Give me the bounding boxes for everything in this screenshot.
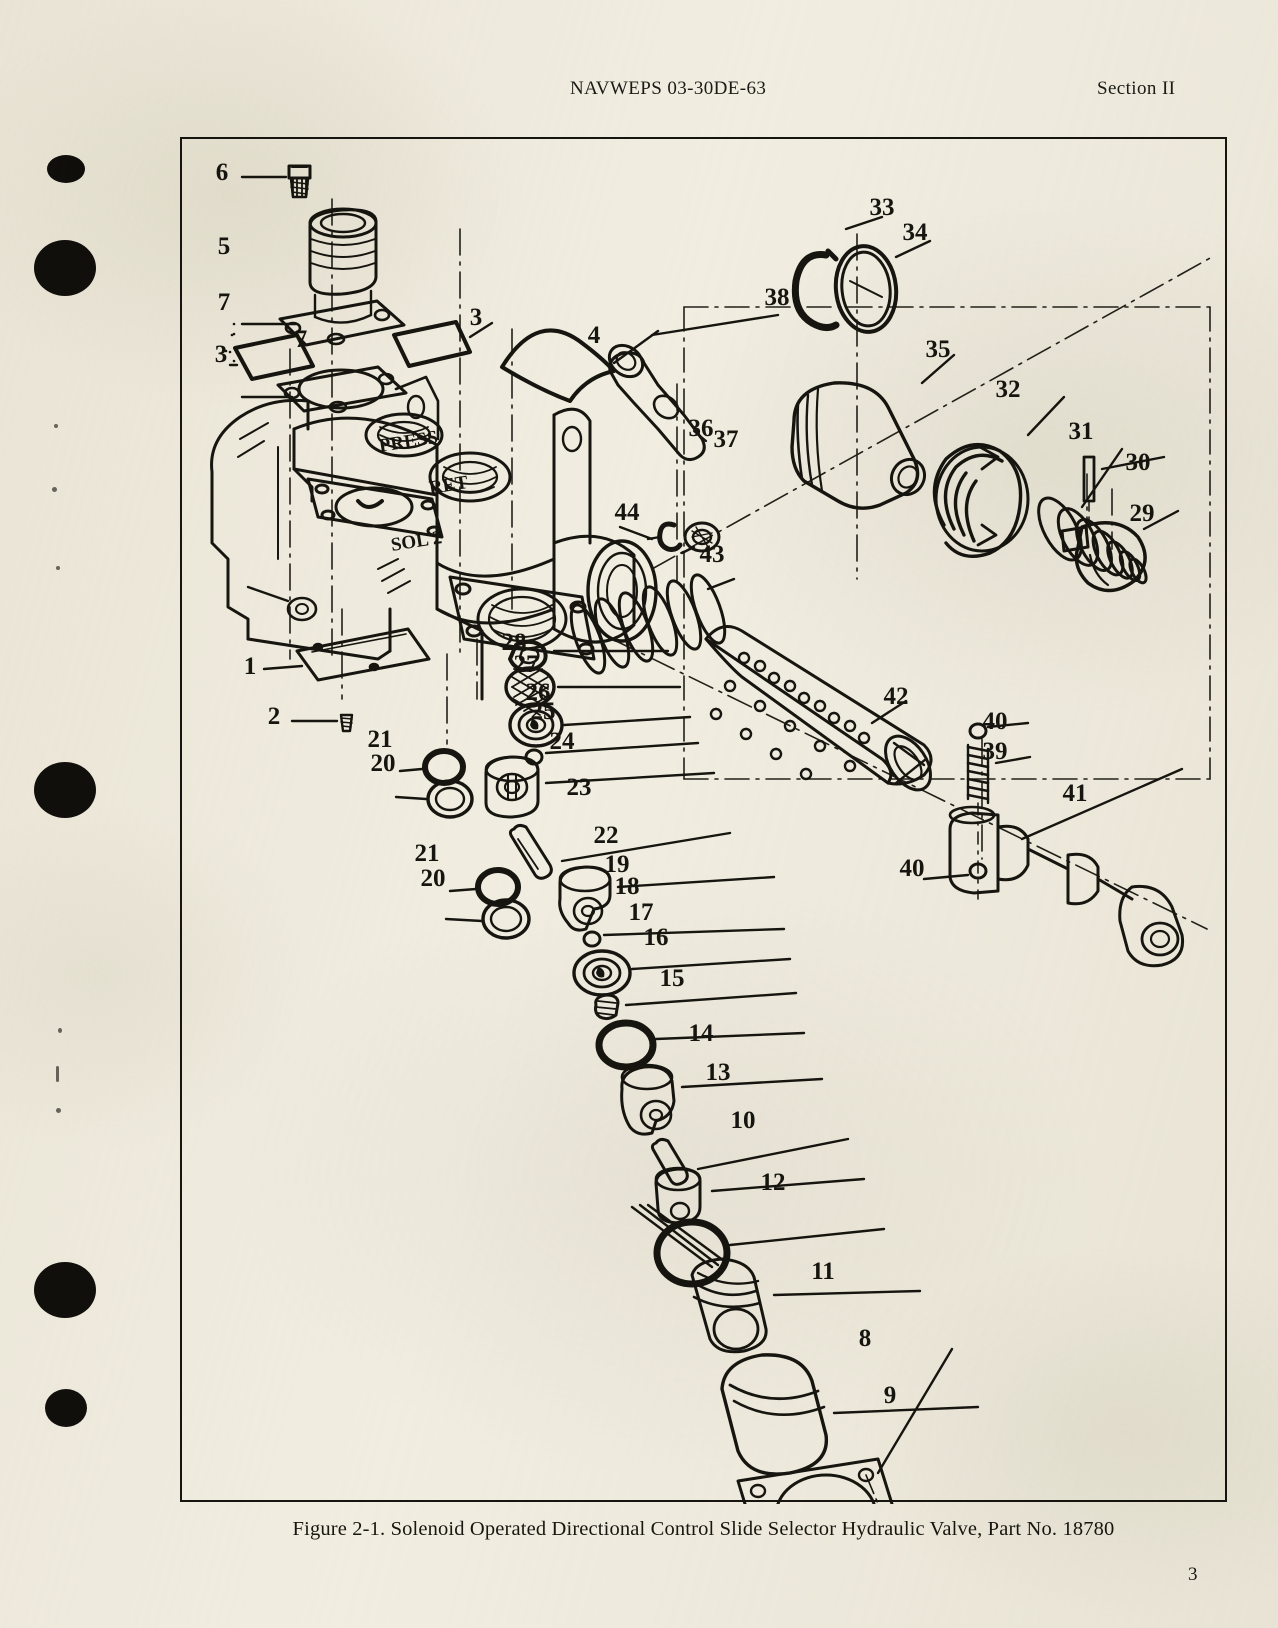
binder-punch-mark xyxy=(47,155,85,183)
paper-speck xyxy=(54,424,58,428)
callout-number-10: 10 xyxy=(731,1107,756,1134)
callout-number-30: 30 xyxy=(1126,449,1151,476)
callout-number-3: 3 xyxy=(215,341,228,368)
callout-number-39: 39 xyxy=(983,738,1008,765)
callout-number-7: 7 xyxy=(218,289,231,316)
callout-number-40: 40 xyxy=(900,855,925,882)
callout-number-12: 12 xyxy=(761,1169,786,1196)
callout-number-31: 31 xyxy=(1069,418,1094,445)
callout-number-11: 11 xyxy=(811,1258,835,1285)
paper-speck xyxy=(56,1066,59,1082)
callout-number-44: 44 xyxy=(615,499,641,526)
callout-number-37: 37 xyxy=(714,426,739,453)
callout-number-40: 40 xyxy=(983,708,1008,735)
callout-number-36: 36 xyxy=(689,415,714,442)
callout-number-3: 3 xyxy=(470,304,483,331)
callout-number-8: 8 xyxy=(859,1325,872,1352)
callout-number-38: 38 xyxy=(765,284,790,311)
callout-number-43: 43 xyxy=(700,541,725,568)
callout-number-19: 19 xyxy=(605,851,630,878)
paper-speck xyxy=(58,1028,62,1033)
document-number: NAVWEPS 03-30DE-63 xyxy=(570,78,767,99)
callout-number-42: 42 xyxy=(884,683,909,710)
callout-number-16: 16 xyxy=(644,924,669,951)
paper-speck xyxy=(52,487,57,492)
binder-punch-mark xyxy=(34,1262,96,1318)
callout-number-7: 7 xyxy=(295,326,308,353)
callout-number-15: 15 xyxy=(660,965,685,992)
callout-number-24: 24 xyxy=(550,728,576,755)
callout-number-4: 4 xyxy=(588,322,601,349)
callout-number-5: 5 xyxy=(218,233,231,260)
page-number: 3 xyxy=(1188,1564,1198,1585)
callout-number-35: 35 xyxy=(926,336,951,363)
callout-number-32: 32 xyxy=(996,376,1021,403)
binder-punch-mark xyxy=(34,762,96,818)
part-marking-press: PRESS xyxy=(377,427,439,457)
paper-speck xyxy=(56,566,60,570)
binder-punch-mark xyxy=(45,1389,87,1427)
callout-number-29: 29 xyxy=(1130,500,1155,527)
paper-speck xyxy=(56,1108,61,1113)
callout-number-28: 28 xyxy=(502,629,527,656)
callout-number-33: 33 xyxy=(870,194,895,221)
section-label: Section II xyxy=(1097,78,1176,99)
callout-number-21: 21 xyxy=(415,840,440,867)
callout-number-41: 41 xyxy=(1063,780,1088,807)
callout-number-2: 2 xyxy=(268,703,281,730)
figure-caption: Figure 2-1. Solenoid Operated Directiona… xyxy=(292,1518,1115,1540)
callout-number-14: 14 xyxy=(689,1020,715,1047)
callout-number-23: 23 xyxy=(567,774,592,801)
part-marking-sol-2: SOL 2 xyxy=(389,527,443,556)
callout-number-20: 20 xyxy=(371,750,396,777)
callout-number-13: 13 xyxy=(706,1059,731,1086)
callout-number-21: 21 xyxy=(368,726,393,753)
callout-number-20: 20 xyxy=(421,865,446,892)
callout-number-17: 17 xyxy=(629,899,654,926)
callout-number-9: 9 xyxy=(884,1382,897,1409)
callout-number-34: 34 xyxy=(903,219,929,246)
callout-number-22: 22 xyxy=(594,822,619,849)
part-marking-ret: RET xyxy=(427,472,469,499)
callout-number-6: 6 xyxy=(216,159,229,186)
callout-number-1: 1 xyxy=(244,653,257,680)
callout-number-26: 26 xyxy=(526,679,551,706)
binder-punch-mark xyxy=(34,240,96,296)
exploded-view-illustration: 1233456778910111213141516171819202021212… xyxy=(210,159,1213,1504)
